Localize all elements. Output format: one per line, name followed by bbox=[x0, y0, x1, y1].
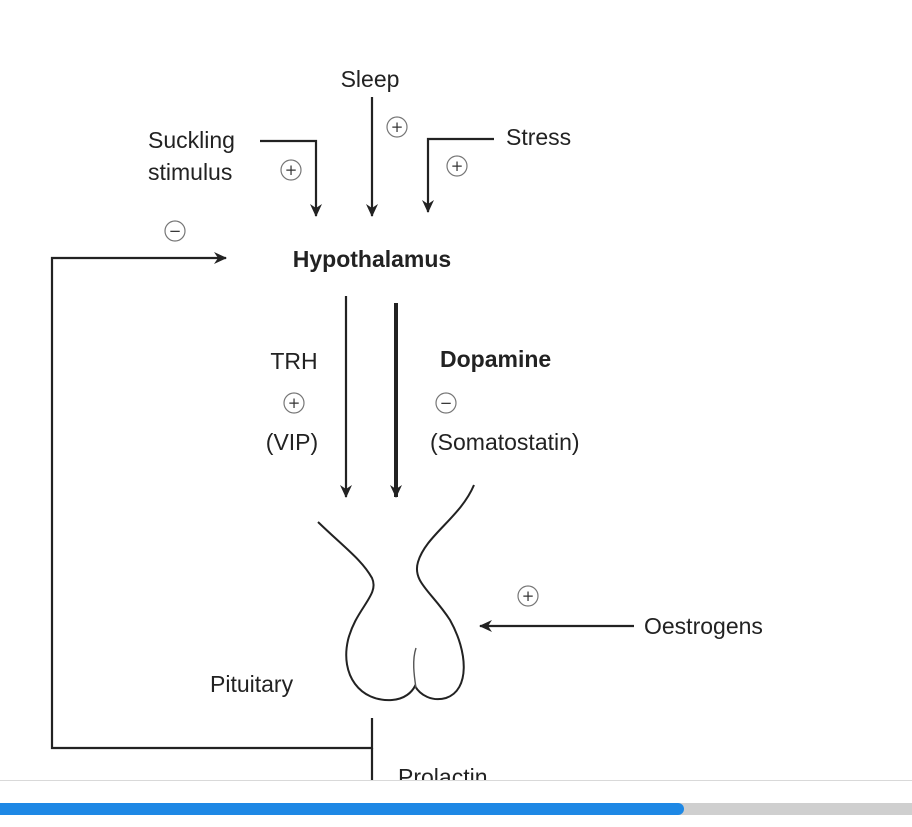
svg-text:−: − bbox=[440, 394, 453, 412]
diagram-viewport: Sleep + Suckling stimulus + Stress + Hyp… bbox=[50, 66, 763, 780]
trh-label: TRH bbox=[270, 348, 317, 374]
svg-text:+: + bbox=[451, 157, 464, 175]
stress-label: Stress bbox=[506, 124, 571, 150]
svg-text:−: − bbox=[169, 222, 182, 240]
svg-text:+: + bbox=[285, 161, 298, 179]
hypothalamus-label: Hypothalamus bbox=[293, 246, 451, 272]
svg-text:+: + bbox=[288, 394, 301, 412]
pituitary-gland-shape bbox=[317, 484, 475, 702]
prolactin-label: Prolactin bbox=[398, 764, 487, 780]
feedback-loop-arrow bbox=[50, 252, 374, 750]
svg-text:+: + bbox=[391, 118, 404, 136]
progress-bar[interactable] bbox=[0, 803, 912, 815]
prolactin-regulation-diagram: Sleep + Suckling stimulus + Stress + Hyp… bbox=[50, 66, 763, 780]
oestrogens-plus-sign: + bbox=[517, 585, 539, 607]
pituitary-lobe-divider bbox=[413, 647, 417, 689]
progress-bar-fill bbox=[0, 803, 684, 815]
feedback-minus-sign: − bbox=[164, 220, 186, 242]
oestrogens-label: Oestrogens bbox=[644, 613, 763, 639]
suckling-arrow bbox=[260, 139, 322, 217]
suckling-label-line1: Suckling bbox=[148, 127, 235, 153]
dopamine-minus-sign: − bbox=[435, 392, 457, 414]
sleep-plus-sign: + bbox=[386, 116, 408, 138]
pituitary-label: Pituitary bbox=[210, 671, 294, 697]
stress-arrow bbox=[422, 137, 494, 213]
stress-plus-sign: + bbox=[446, 155, 468, 177]
suckling-label-line2: stimulus bbox=[148, 159, 232, 185]
sleep-label: Sleep bbox=[341, 66, 400, 92]
somatostatin-label: (Somatostatin) bbox=[430, 429, 580, 455]
svg-text:+: + bbox=[522, 587, 535, 605]
dopamine-label: Dopamine bbox=[440, 346, 551, 372]
trh-plus-sign: + bbox=[283, 392, 305, 414]
viewer-divider bbox=[0, 780, 912, 781]
vip-label: (VIP) bbox=[266, 429, 318, 455]
suckling-plus-sign: + bbox=[280, 159, 302, 181]
